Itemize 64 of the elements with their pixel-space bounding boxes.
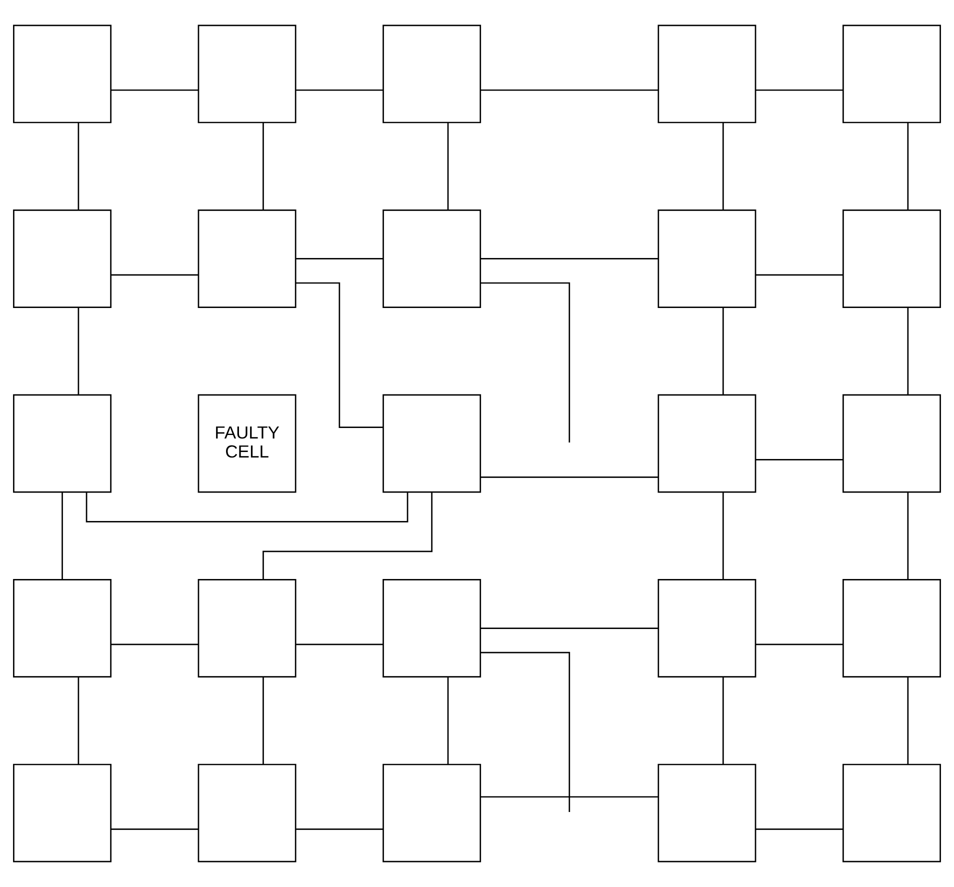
connector	[480, 476, 658, 478]
connector	[86, 492, 408, 522]
connector	[78, 677, 80, 764]
node-box	[13, 764, 112, 862]
connector	[296, 828, 384, 830]
node-box	[382, 24, 482, 124]
node-box	[658, 579, 756, 678]
node-box	[382, 210, 482, 308]
node-box	[842, 764, 941, 862]
node-box	[198, 24, 296, 124]
connector	[296, 282, 383, 428]
node-box	[658, 24, 756, 124]
node-box	[198, 764, 296, 862]
connector	[722, 122, 724, 210]
connector	[296, 89, 384, 91]
connector	[907, 308, 909, 395]
connector	[907, 122, 909, 210]
connector	[262, 677, 264, 764]
connector	[447, 677, 449, 764]
connector	[756, 89, 844, 91]
connector	[756, 274, 844, 276]
node-box	[382, 764, 482, 862]
connector	[78, 122, 80, 210]
connector	[296, 258, 384, 260]
connector	[907, 492, 909, 580]
connector	[907, 677, 909, 764]
node-box	[658, 394, 756, 493]
node-box	[198, 210, 296, 308]
node-box	[842, 579, 941, 678]
connector	[756, 459, 844, 460]
node-box	[13, 210, 112, 308]
connector	[111, 274, 198, 276]
connector	[111, 828, 198, 830]
connector	[62, 492, 63, 580]
node-box	[842, 210, 941, 308]
connector	[480, 652, 570, 812]
node-box	[382, 579, 482, 678]
connector	[262, 492, 432, 580]
connector	[262, 122, 264, 210]
connector	[480, 628, 658, 629]
connector	[722, 677, 724, 764]
connector	[480, 796, 658, 798]
node-box: FAULTY CELL	[198, 394, 296, 493]
node-box	[198, 579, 296, 678]
connector	[480, 282, 570, 442]
node-box	[842, 24, 941, 124]
node-box	[13, 24, 112, 124]
node-box	[13, 579, 112, 678]
connector	[756, 644, 844, 646]
node-box	[842, 394, 941, 493]
connector	[722, 308, 724, 395]
node-box	[382, 394, 482, 493]
node-box	[658, 764, 756, 862]
connector	[756, 828, 844, 830]
node-box	[658, 210, 756, 308]
connector	[111, 644, 198, 646]
node-box	[13, 394, 112, 493]
connector	[722, 492, 724, 580]
connector	[480, 89, 658, 91]
connector	[296, 644, 384, 646]
connector	[78, 308, 80, 395]
connector	[480, 258, 658, 260]
connector	[447, 122, 449, 210]
connector	[111, 89, 198, 91]
